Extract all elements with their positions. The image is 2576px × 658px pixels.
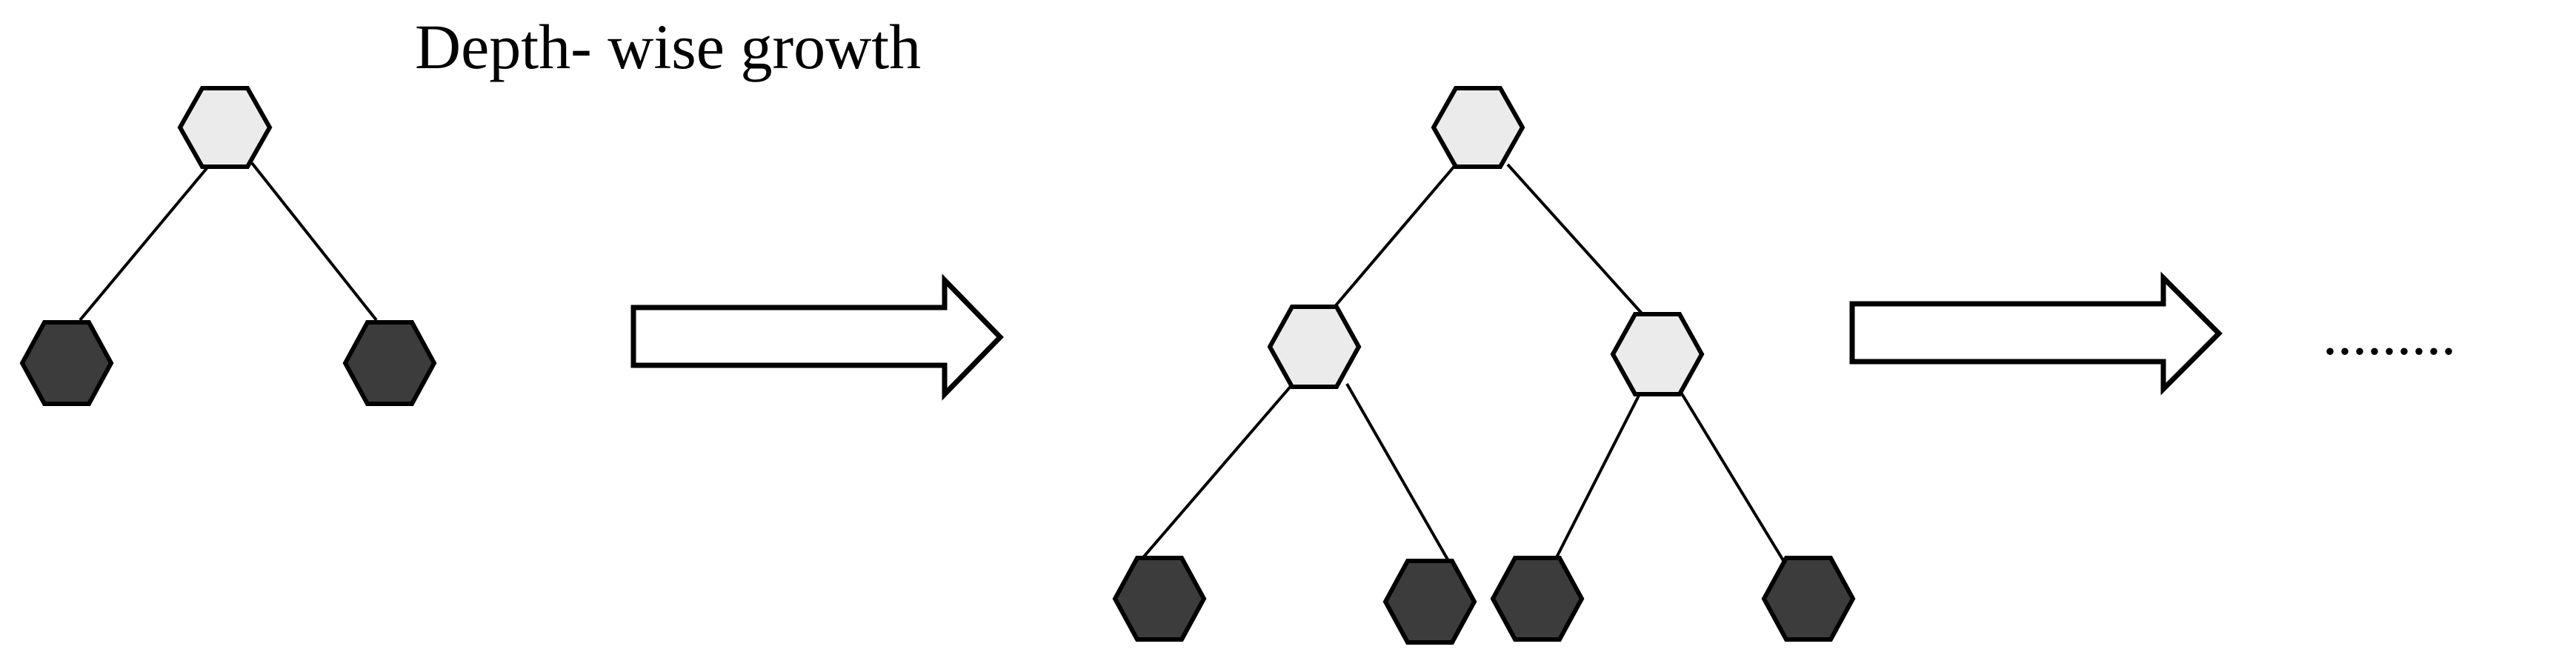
- leaf-node-hexagon: [1761, 556, 1856, 642]
- tree-depth-1: [19, 86, 437, 406]
- leaf-node-hexagon: [342, 320, 437, 406]
- leaf-node-hexagon: [1490, 556, 1585, 642]
- growth-arrow: [1849, 271, 2223, 396]
- continuation-ellipsis: .........: [2323, 302, 2456, 368]
- internal-node-hexagon: [177, 86, 273, 169]
- diagram-title: Depth- wise growth: [415, 11, 921, 82]
- edge: [1345, 383, 1452, 565]
- edge: [1331, 163, 1457, 311]
- edge: [250, 162, 378, 322]
- edge: [1679, 390, 1785, 563]
- leaf-node-hexagon: [1112, 556, 1207, 642]
- internal-node-hexagon: [1431, 86, 1525, 169]
- tree-depth-2: [1112, 86, 1856, 645]
- internal-node-hexagon: [1610, 312, 1705, 396]
- leaf-node-hexagon: [19, 320, 114, 406]
- edge: [79, 162, 213, 322]
- leaf-node-hexagon: [1382, 559, 1477, 645]
- edge: [1138, 382, 1294, 563]
- edge: [1553, 391, 1643, 562]
- internal-node-hexagon: [1267, 305, 1362, 389]
- edge: [1506, 163, 1645, 316]
- growth-arrow: [630, 273, 1004, 401]
